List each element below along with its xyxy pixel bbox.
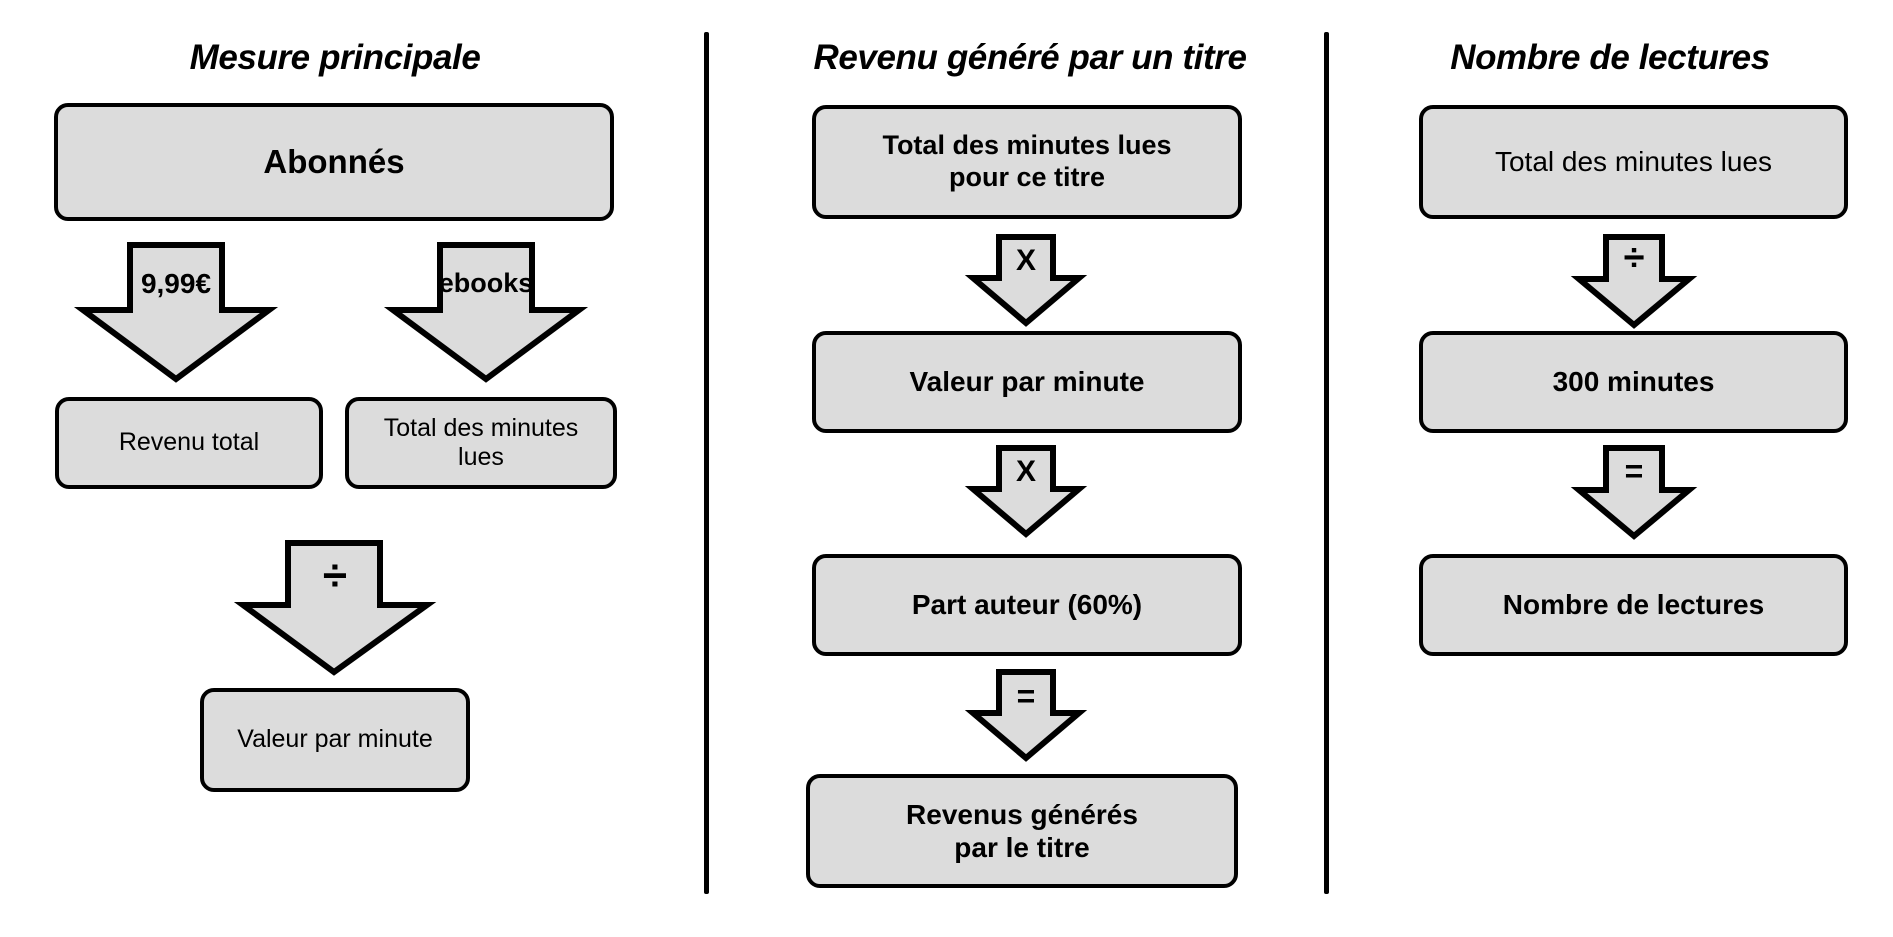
- node-total-minutes-titre[interactable]: Total des minutes lues pour ce titre: [812, 105, 1242, 219]
- node-abonnes-label: Abonnés: [263, 142, 405, 180]
- node-total-minutes-titre-label: Total des minutes lues pour ce titre: [882, 130, 1172, 192]
- node-revenus-generes-label: Revenus générés par le titre: [906, 798, 1138, 863]
- node-revenu-total[interactable]: Revenu total: [55, 397, 323, 489]
- node-valeur-minute-2[interactable]: Valeur par minute: [812, 331, 1242, 433]
- arrow-multiply-2: X: [964, 445, 1088, 538]
- node-total-minutes-lues-3[interactable]: Total des minutes lues: [1419, 105, 1848, 219]
- arrow-divide-2: ÷: [1570, 234, 1698, 329]
- column-title-mesure-principale: Mesure principale: [189, 38, 481, 77]
- column-divider-1: [704, 32, 709, 894]
- node-nombre-lectures-label: Nombre de lectures: [1502, 589, 1765, 621]
- column-divider-2: [1324, 32, 1329, 894]
- node-total-minutes-lues-3-label: Total des minutes lues: [1494, 146, 1773, 178]
- column-title-revenu-genere: Revenu généré par un titre: [813, 38, 1247, 77]
- arrow-equals-2: =: [1570, 445, 1698, 540]
- arrow-multiply-1: X: [964, 234, 1088, 327]
- node-total-minutes-lues[interactable]: Total des minutes lues: [345, 397, 617, 489]
- arrow-ebooks: ebooks: [383, 242, 589, 383]
- node-part-auteur-label: Part auteur (60%): [911, 589, 1143, 621]
- node-abonnes[interactable]: Abonnés: [54, 103, 614, 221]
- node-revenus-generes[interactable]: Revenus générés par le titre: [806, 774, 1238, 888]
- node-valeur-par-minute-label: Valeur par minute: [237, 725, 433, 754]
- node-valeur-minute-2-label: Valeur par minute: [909, 366, 1145, 398]
- column-title-nombre-lectures: Nombre de lectures: [1450, 38, 1770, 77]
- node-total-minutes-lues-label: Total des minutes lues: [383, 413, 579, 472]
- node-300-minutes[interactable]: 300 minutes: [1419, 331, 1848, 433]
- arrow-equals-1: =: [964, 669, 1088, 762]
- node-part-auteur[interactable]: Part auteur (60%): [812, 554, 1242, 656]
- arrow-divide-1: ÷: [233, 540, 437, 676]
- node-valeur-par-minute[interactable]: Valeur par minute: [200, 688, 470, 792]
- node-revenu-total-label: Revenu total: [118, 428, 260, 457]
- node-300-minutes-label: 300 minutes: [1552, 366, 1715, 398]
- arrow-999-euro: 9,99€: [73, 242, 279, 383]
- node-nombre-lectures[interactable]: Nombre de lectures: [1419, 554, 1848, 656]
